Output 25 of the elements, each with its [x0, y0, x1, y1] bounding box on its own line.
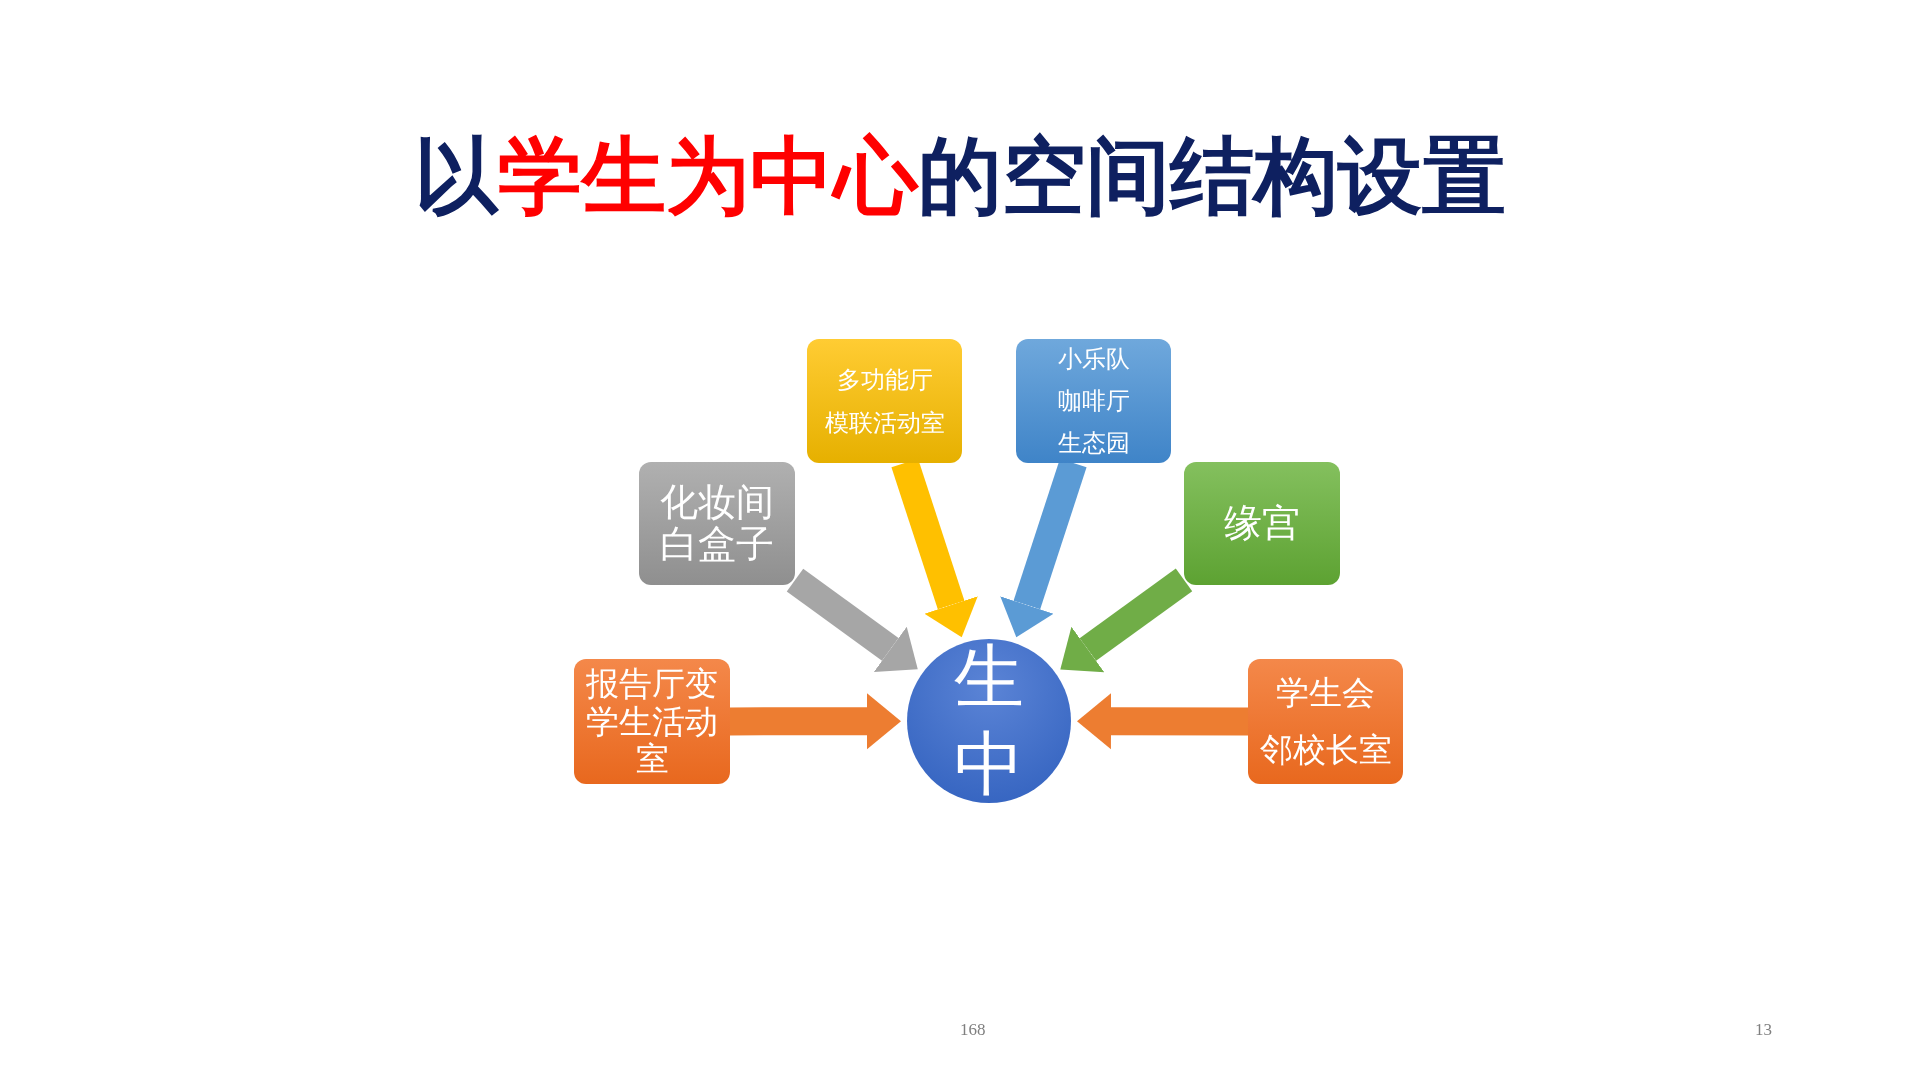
page-number: 13	[1755, 1020, 1772, 1040]
room-name: 小乐队	[1057, 344, 1130, 374]
room-box	[574, 659, 730, 784]
block-arrow	[730, 693, 901, 750]
room-box	[1248, 659, 1403, 784]
block-arrow	[1060, 568, 1193, 673]
room-box	[639, 462, 795, 585]
room-name: 缘宫	[1224, 502, 1300, 545]
room-name: 生中	[953, 636, 1025, 805]
room-name: 咖啡厅	[1057, 386, 1130, 416]
room-name: 多功能厅	[836, 364, 933, 395]
room-name: 邻校长室	[1259, 729, 1392, 770]
slide-title: 以学生为中心的空间结构设置	[413, 130, 1507, 223]
room-box	[1184, 462, 1340, 585]
room-name: 化妆间	[660, 481, 774, 524]
room-name: 生态园	[1057, 428, 1130, 458]
room-name: 白盒子	[660, 523, 774, 566]
room-box	[807, 339, 962, 463]
block-arrow	[1077, 693, 1248, 750]
room-name: 报告厅变学生活动室	[585, 664, 719, 779]
slide-number: 168	[960, 1020, 986, 1040]
room-name: 模联活动室	[824, 408, 945, 438]
room-box	[1016, 339, 1171, 463]
block-arrow	[786, 568, 918, 672]
room-name: 学生会	[1276, 673, 1375, 714]
